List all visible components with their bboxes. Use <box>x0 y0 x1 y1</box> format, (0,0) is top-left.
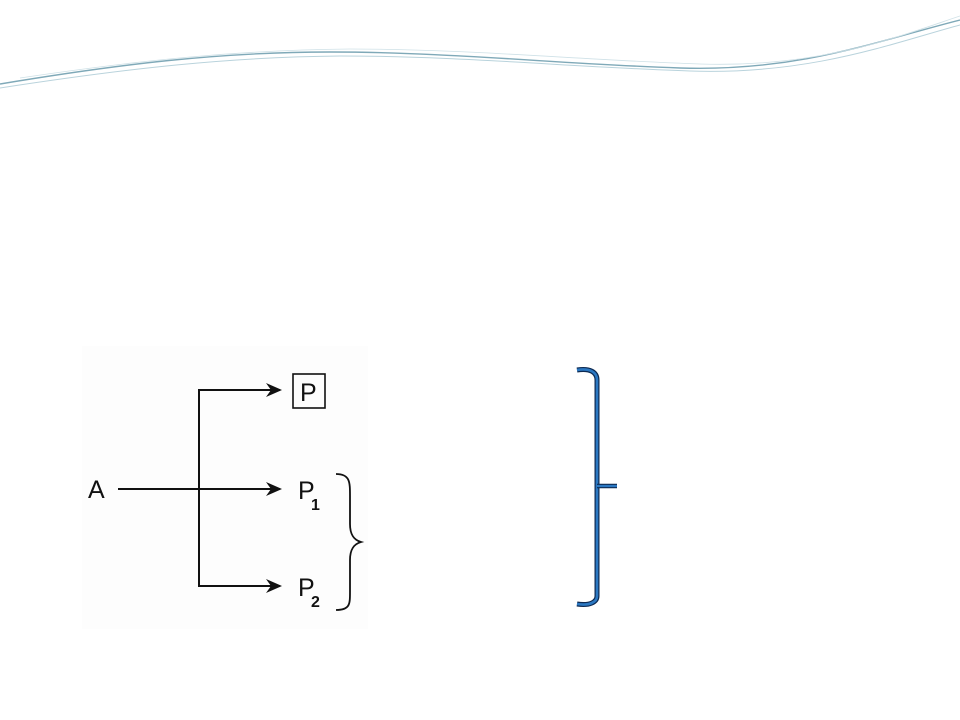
product-group-brace <box>335 473 365 611</box>
large-bracket-main <box>576 368 599 606</box>
product-p2-subscript: 2 <box>311 594 320 611</box>
reaction-diagram-panel: A P P 1 P 2 <box>82 346 368 629</box>
product-label-main: P <box>300 379 317 407</box>
large-bracket <box>576 367 617 607</box>
arrowhead-to-p1 <box>266 482 282 496</box>
decorative-wave <box>0 15 960 89</box>
wave-line-light <box>0 24 960 89</box>
source-label: A <box>88 476 105 504</box>
large-bracket-shadow <box>576 367 600 607</box>
arrowhead-to-p2 <box>266 579 282 593</box>
product-label-p1: P <box>298 477 315 505</box>
arrowhead-to-p <box>266 383 282 397</box>
product-label-p2: P <box>298 574 315 602</box>
product-p1-subscript: 1 <box>311 497 320 514</box>
boxed-product-frame <box>292 373 326 409</box>
wave-line-faint <box>19 15 960 79</box>
wave-line-main <box>0 19 960 85</box>
reaction-diagram: A P P 1 P 2 <box>88 373 365 611</box>
